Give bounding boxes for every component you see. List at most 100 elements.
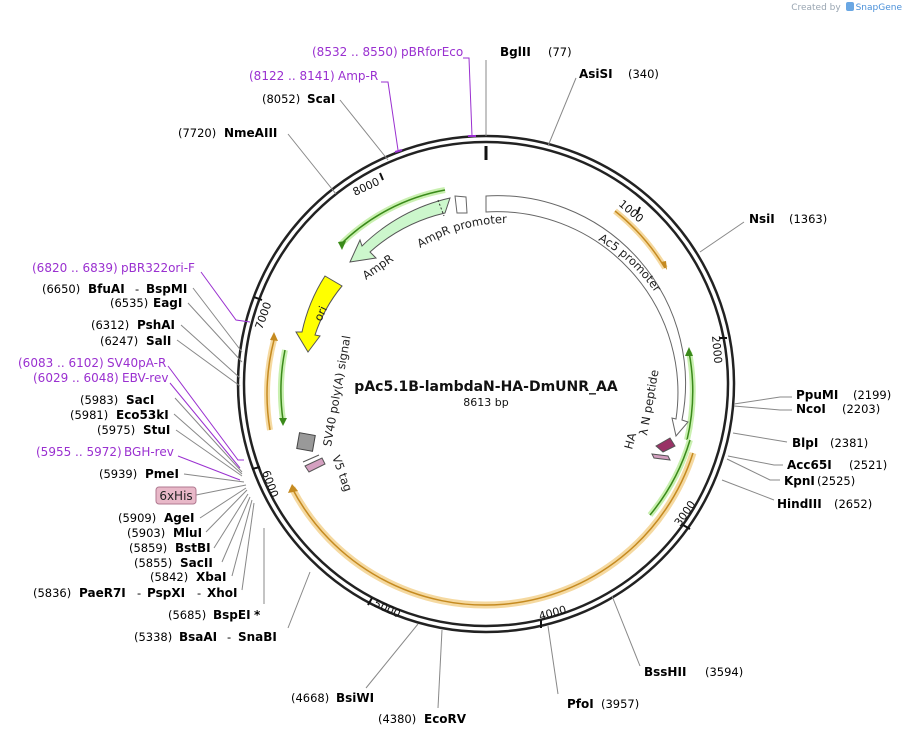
enzyme-agei-pos: (5909)	[118, 511, 156, 525]
enzyme-ppumi-pos: (2199)	[853, 388, 891, 402]
enzyme-sacii-name: SacII	[180, 556, 213, 570]
enzyme-eagi: (6535) EagI	[110, 296, 243, 363]
enzyme-bstbi-pos: (5859)	[129, 541, 167, 555]
enzyme-pshai-name: PshAI	[137, 318, 175, 332]
enzyme-hindiii-name: HindIII	[777, 497, 822, 511]
enzyme-ecorv-pos: (4380)	[378, 712, 416, 726]
primer-sv40pa-r-range: (6083 .. 6102)	[18, 356, 104, 370]
enzyme-xbai: (5842) XbaI	[150, 499, 253, 584]
enzyme-sali: (6247) SalI	[100, 334, 241, 387]
enzyme-bsaai-sep: -	[227, 630, 231, 644]
enzyme-eco53ki: (5981) Eco53kI	[70, 408, 243, 475]
enzyme-bstbi: (5859) BstBI	[129, 493, 249, 555]
enzyme-xbai-pos: (5842)	[150, 570, 188, 584]
enzyme-paer7i-pos: (5836)	[33, 586, 71, 600]
enzyme-bglii: BglII (77)	[485, 45, 572, 136]
enzyme-nmeaiii-pos: (7720)	[178, 126, 216, 140]
enzyme-blpi-name: BlpI	[792, 436, 818, 450]
enzyme-asisi: AsiSI (340)	[547, 67, 659, 147]
enzyme-kpni-name: KpnI	[784, 474, 815, 488]
enzyme-bsshii: BssHII (3594)	[611, 595, 743, 679]
enzyme-nsii: NsiI (1363)	[699, 212, 827, 253]
enzyme-snabi-name: SnaBI	[238, 630, 277, 644]
enzyme-bfuai-name: BfuAI	[88, 282, 125, 296]
enzyme-paer7i-sep: -	[137, 586, 141, 600]
enzyme-agei-name: AgeI	[164, 511, 194, 525]
primer-amp-r-name: Amp-R	[338, 69, 378, 83]
feature-label-sv40-polya: SV40 poly(A) signal	[320, 334, 353, 447]
enzyme-kpni-pos: (2525)	[817, 474, 855, 488]
enzyme-bglii-pos: (77)	[548, 45, 572, 59]
feature-sv40-polya	[296, 432, 316, 452]
primer-amp-r-range: (8122 .. 8141)	[249, 69, 335, 83]
primer-pbrforeco-range: (8532 .. 8550)	[312, 45, 398, 59]
enzyme-stui-name: StuI	[143, 423, 170, 437]
enzyme-eco53ki-name: Eco53kI	[116, 408, 169, 422]
enzyme-stui-pos: (5975)	[97, 423, 135, 437]
primer-bgh-rev: (5955 .. 5972) BGH-rev	[36, 445, 241, 481]
enzyme-bsaai-pos: (5338)	[134, 630, 172, 644]
feature-label-ha: HA	[621, 431, 639, 451]
enzyme-bglii-name: BglII	[500, 45, 531, 59]
enzyme-nmeaiii: (7720) NmeAIII	[178, 126, 337, 195]
tag-6xhis: 6xHis	[155, 484, 247, 505]
enzyme-sacii-pos: (5855)	[134, 556, 172, 570]
enzyme-scai-pos: (8052)	[262, 92, 300, 106]
enzyme-bsaai-name: BsaAI	[179, 630, 217, 644]
tick-label-7000: 7000	[253, 300, 275, 331]
enzyme-pfoi-pos: (3957)	[601, 697, 639, 711]
enzyme-ncoi-name: NcoI	[796, 402, 826, 416]
primer-pbrforeco: (8532 .. 8550) pBRforEco	[312, 45, 476, 137]
enzyme-bsiwi-pos: (4668)	[291, 691, 329, 705]
feature-ampr-promoter	[454, 195, 468, 214]
enzyme-paer7i: (5836) PaeR7I - PspXI - XhoI	[33, 502, 255, 600]
enzyme-pmei-pos: (5939)	[99, 467, 137, 481]
enzyme-paer7i-name: PaeR7I	[79, 586, 126, 600]
enzyme-bsshii-pos: (3594)	[705, 665, 743, 679]
enzyme-saci-name: SacI	[126, 393, 154, 407]
feature-label-lambda-n: λ N peptide	[636, 369, 661, 437]
enzyme-asisi-pos: (340)	[628, 67, 659, 81]
tick-label-5000: 5000	[372, 597, 403, 621]
enzyme-saci: (5983) SacI	[80, 393, 243, 473]
enzyme-bstbi-name: BstBI	[175, 541, 211, 555]
enzyme-sali-name: SalI	[146, 334, 171, 348]
enzyme-pmei: (5939) PmeI	[99, 467, 245, 483]
enzyme-eagi-name: EagI	[153, 296, 182, 310]
enzyme-ppumi: PpuMI (2199)	[733, 388, 891, 405]
enzyme-nmeaiii-name: NmeAIII	[224, 126, 277, 140]
enzyme-bspei-pos: (5685)	[168, 608, 206, 622]
enzyme-pfoi-name: PfoI	[567, 697, 594, 711]
enzyme-bfuai-pos: (6650)	[42, 282, 80, 296]
enzyme-ecorv: (4380) EcoRV	[378, 629, 467, 726]
feature-v5-tag	[304, 457, 326, 473]
enzyme-pfoi: PfoI (3957)	[547, 625, 639, 711]
enzyme-blpi-pos: (2381)	[830, 436, 868, 450]
primer-bgh-rev-name: BGH-rev	[124, 445, 174, 459]
enzyme-bsiwi-name: BsiWI	[336, 691, 374, 705]
enzyme-acc65i-pos: (2521)	[849, 458, 887, 472]
enzyme-mlui-name: MluI	[173, 526, 202, 540]
enzyme-pshai-pos: (6312)	[91, 318, 129, 332]
enzyme-blpi: BlpI (2381)	[732, 432, 868, 450]
enzyme-scai: (8052) ScaI	[262, 92, 389, 161]
enzyme-acc65i: Acc65I (2521)	[727, 455, 887, 472]
enzyme-bfuai-sep: -	[135, 282, 139, 296]
enzyme-ncoi-pos: (2203)	[842, 402, 880, 416]
primer-pbrforeco-name: pBRforEco	[401, 45, 463, 59]
primer-pbr322ori-f-range: (6820 .. 6839)	[32, 261, 118, 275]
enzyme-acc65i-name: Acc65I	[787, 458, 832, 472]
enzyme-xbai-name: XbaI	[196, 570, 226, 584]
enzyme-sali-pos: (6247)	[100, 334, 138, 348]
feature-ha	[651, 453, 671, 461]
tick-label-3000: 3000	[672, 498, 699, 528]
tick-label-6000: 6000	[259, 469, 281, 500]
primer-ebv-rev-range: (6029 .. 6048)	[33, 371, 119, 385]
plasmid-size: 8613 bp	[463, 396, 508, 409]
credit-brand: SnapGene	[855, 3, 902, 13]
enzyme-bsaai: (5338) BsaAI - SnaBI	[134, 571, 311, 644]
plasmid-name: pAc5.1B-lambdaN-HA-DmUNR_AA	[354, 379, 618, 395]
primer-amp-r: (8122 .. 8141) Amp-R	[249, 69, 403, 153]
enzyme-pspxi-name: PspXI	[147, 586, 185, 600]
